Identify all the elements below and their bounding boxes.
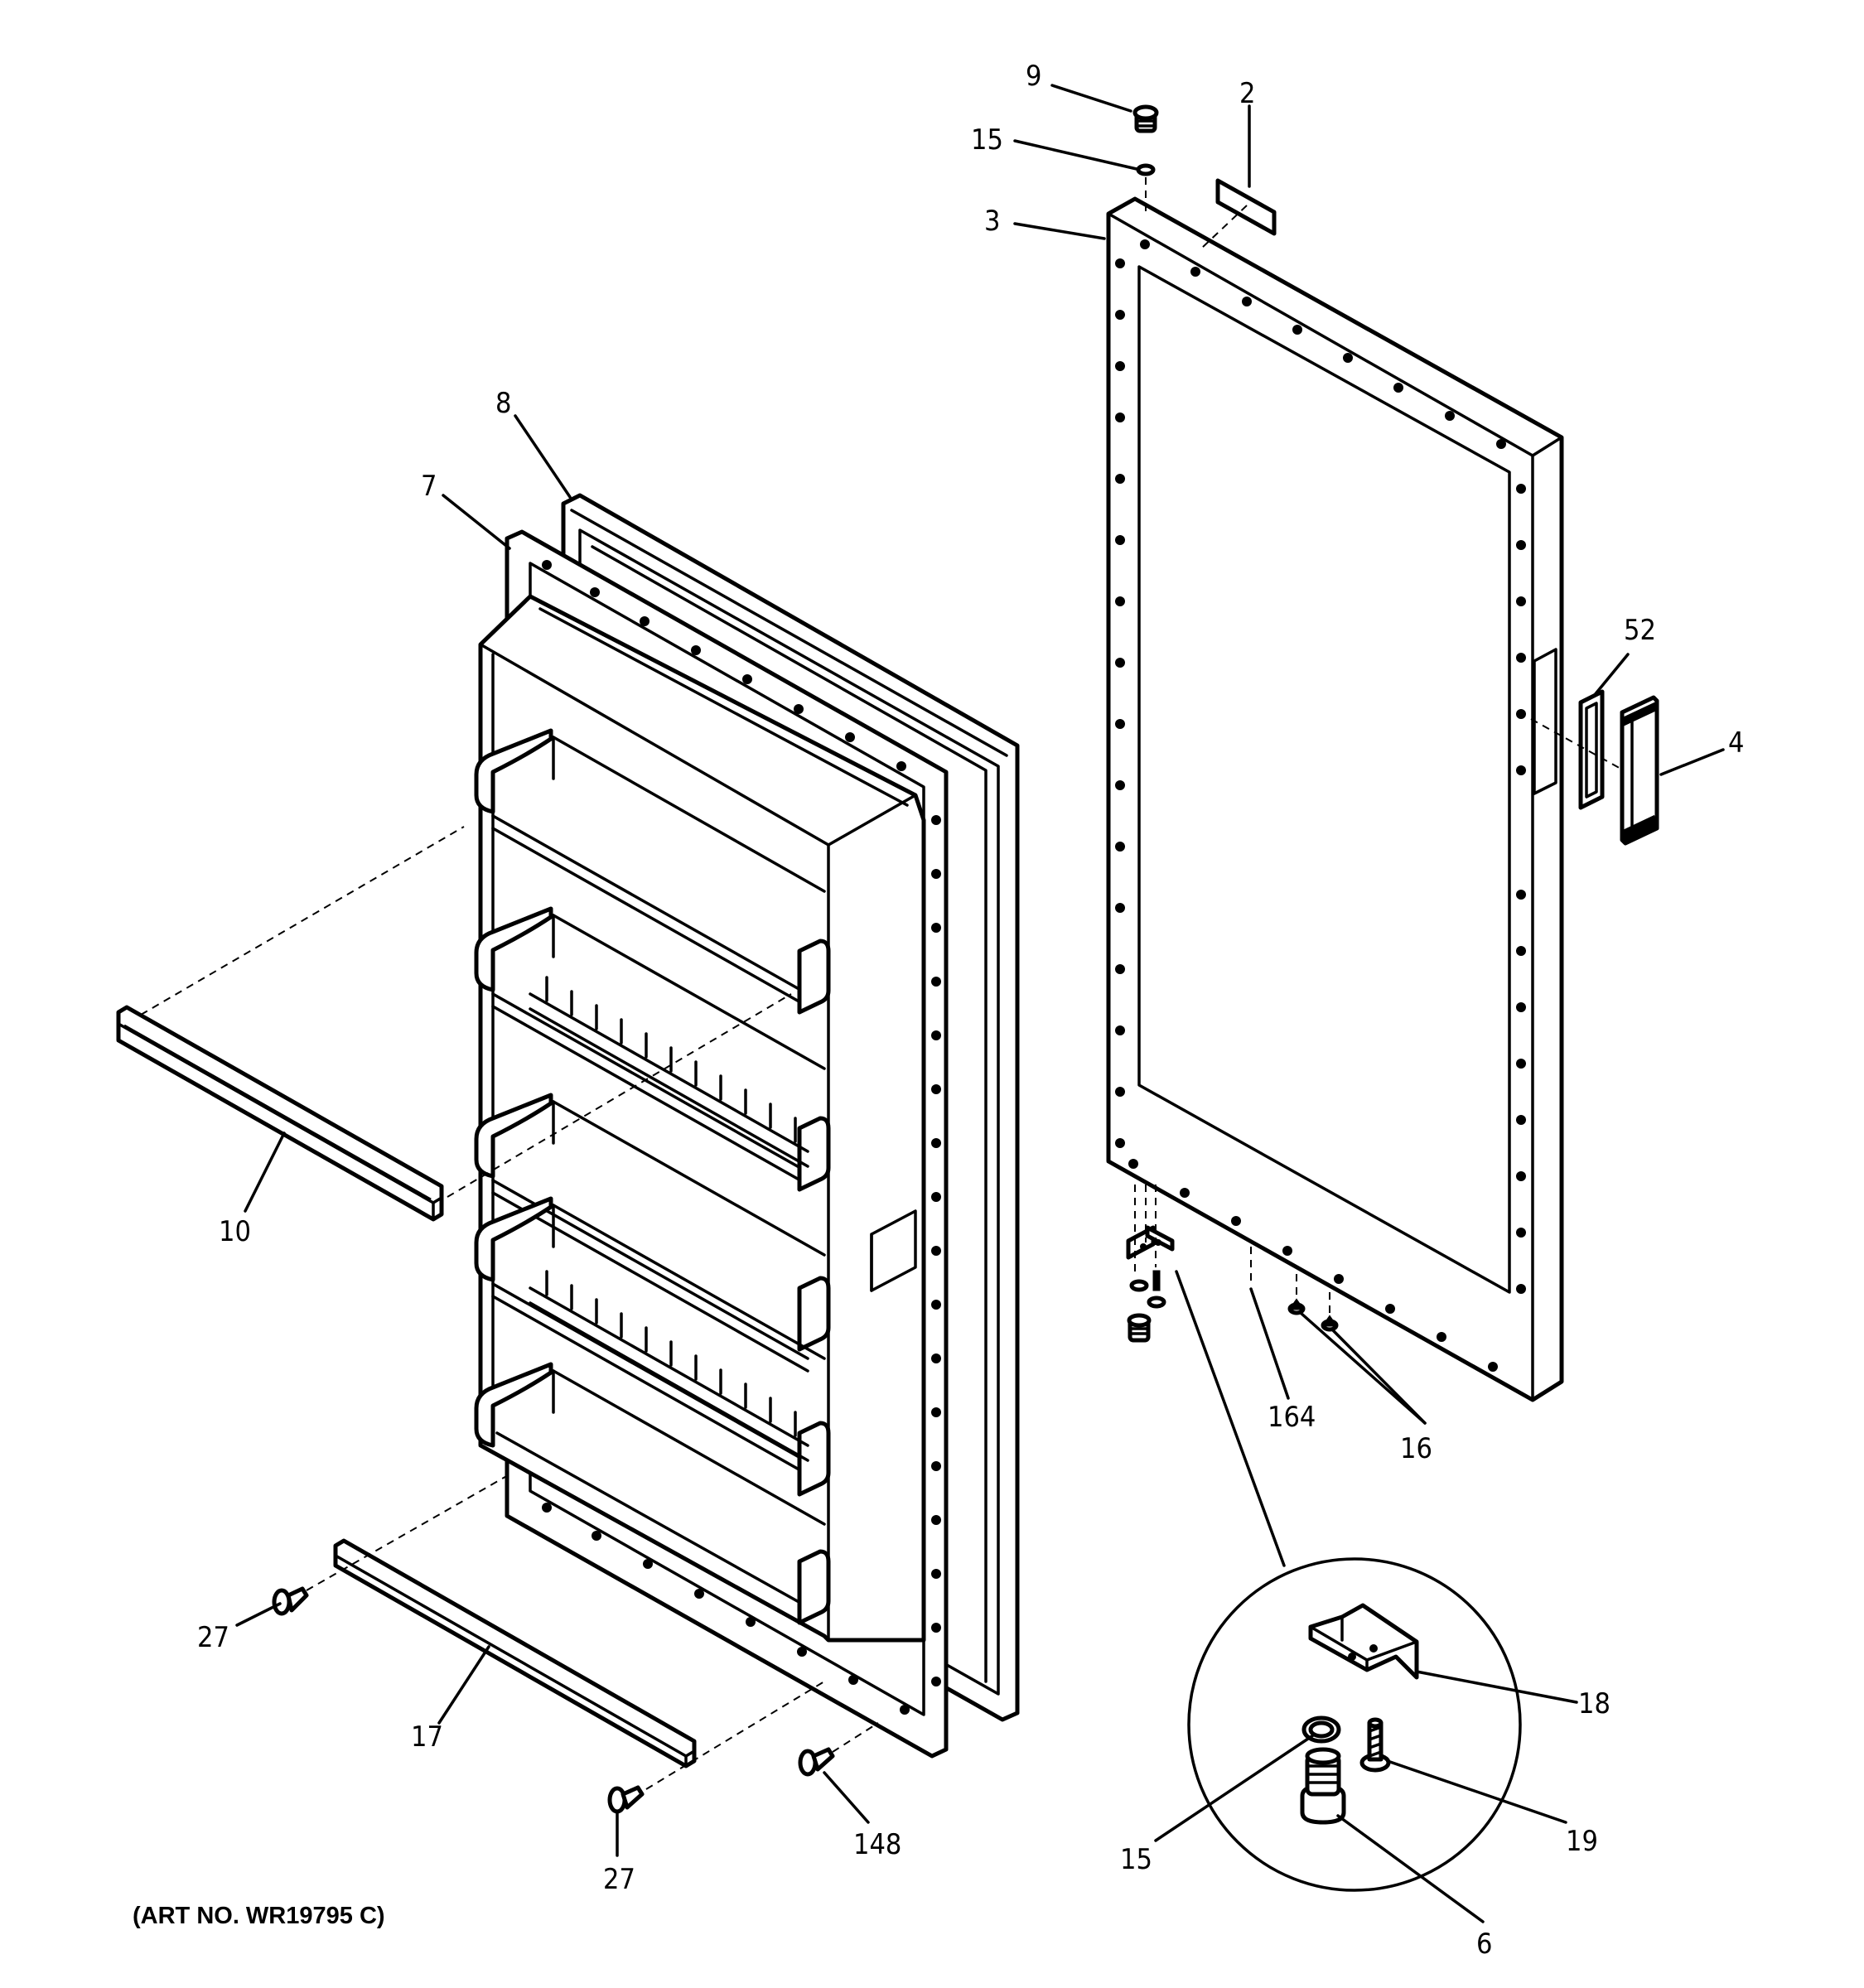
liner-holes-right [931,815,941,1686]
callout-8: 8 [495,387,511,420]
door-shelf-2 [474,906,831,1192]
door-shelf-5 [474,1362,831,1625]
liner-holes-top [542,560,906,771]
door-shelf-1 [474,728,831,1015]
bottom-washer-small [1129,1279,1149,1292]
callout-19: 19 [1566,1825,1598,1858]
leader-lines [235,84,1725,1923]
callout-10: 10 [219,1215,251,1248]
bottom-hinge-bracket [1126,1225,1175,1260]
top-washer [1136,163,1156,176]
push-rivet-bottom [607,1785,645,1814]
callout-4: 4 [1728,726,1744,760]
push-rivet-148 [798,1747,835,1777]
callout-148: 148 [853,1828,901,1861]
callout-9: 9 [1026,60,1041,93]
callout-6: 6 [1476,1928,1492,1961]
detail-hinge-bracket [1308,1603,1419,1680]
art-number: (ART NO. WR19795 C) [133,1903,385,1929]
callout-52: 52 [1624,614,1656,647]
hinge-detail-circle [1187,1557,1522,1892]
shelf-2-grille [529,976,809,1168]
shelf-4-grille [529,1270,809,1462]
assembly-dashed-lines [140,177,1625,1790]
handle-gasket [1578,689,1605,810]
inner-door-liner [474,529,949,1759]
callout-15-top: 15 [971,123,1003,157]
bottom-screw-small [1147,1270,1166,1309]
push-rivet-left [272,1586,309,1616]
callout-3: 3 [984,205,1000,238]
callout-164: 164 [1268,1401,1316,1434]
callout-labels: 9 2 15 3 8 7 52 4 10 164 16 18 27 17 19 … [197,60,1744,1961]
door-handle [1620,695,1659,846]
door-shelf-4 [474,1196,831,1497]
callout-7: 7 [421,470,437,503]
callout-18: 18 [1578,1687,1610,1720]
callout-27-bottom: 27 [603,1863,635,1896]
upper-trim-strip [116,1005,444,1222]
callout-17: 17 [411,1720,443,1754]
bottom-screws-16 [1287,1298,1339,1332]
panel-holes-right [1516,484,1526,1294]
top-hinge-plug [1132,104,1159,133]
detail-screw [1359,1717,1391,1773]
callout-27-left: 27 [197,1621,229,1654]
outer-door-panel [1106,196,1564,1402]
detail-plug [1300,1747,1346,1825]
panel-holes-left [1115,258,1125,1148]
panel-holes-top [1140,239,1506,449]
bottom-plug-small [1127,1313,1152,1343]
panel-holes-bottom [1128,1159,1498,1372]
callout-2: 2 [1239,77,1255,110]
callout-16: 16 [1400,1432,1432,1465]
liner-holes-bottom [542,1503,910,1715]
callout-15-detail: 15 [1120,1843,1152,1876]
